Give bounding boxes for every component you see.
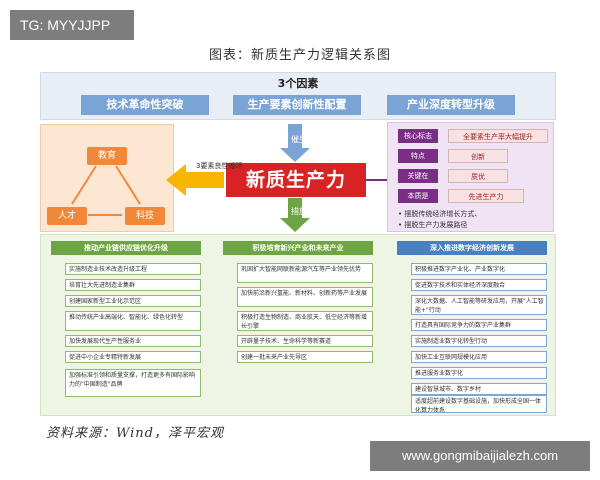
- col2-item: 开辟量子技术、生命科学等新赛道: [237, 335, 373, 347]
- label-feature: 特点: [398, 149, 438, 163]
- col2-item: 巩固扩大智能网联新能源汽车等产业领先优势: [237, 263, 373, 283]
- node-education: 教育: [87, 147, 127, 165]
- col2-item: 加快前沿新兴氢能、新材料、创新药等产业发展: [237, 287, 373, 307]
- factor-resource-allocation: 生产要素创新性配置: [233, 95, 361, 115]
- text-essence: 先进生产力: [448, 189, 524, 203]
- label-core-sign: 核心标志: [398, 129, 438, 143]
- figure-title: 图表：新质生产力逻辑关系图: [208, 48, 391, 63]
- arrow-label-cycle: 3要素良性循环: [196, 161, 242, 170]
- text-key: 质优: [448, 169, 508, 183]
- center-title: 新质生产力: [226, 163, 366, 197]
- note-development-path: • 摆脱生产力发展路径: [398, 221, 468, 229]
- col3-item: 打造具有国际竞争力的数字产业集群: [411, 319, 547, 331]
- note-growth-mode: • 摆脱传统经济增长方式、: [398, 210, 482, 218]
- watermark-bottom: www.gongmibaijialezh.com: [370, 441, 590, 471]
- col-head-digital-economy: 深入推进数字经济创新发展: [397, 241, 547, 255]
- factors-title: 3个因素: [277, 77, 319, 90]
- col3-item: 加快工业互联网规模化应用: [411, 351, 547, 363]
- text-feature: 创新: [448, 149, 508, 163]
- col2-item: 积极打造生物制造、商业航天、低空经济等新增长引擎: [237, 311, 373, 331]
- label-essence: 本质是: [398, 189, 438, 203]
- node-talent: 人才: [47, 207, 87, 225]
- col3-item: 适度超前建设数字基础设施，加快形成全国一体化算力体系: [411, 395, 547, 413]
- source-note: 资料来源：Wind，泽平宏观: [46, 426, 224, 441]
- arrow-to-elements: [166, 164, 224, 196]
- label-key: 关键在: [398, 169, 438, 183]
- cycle-line-education-talent: [71, 165, 97, 205]
- col3-item: 建设智慧城市、数字乡村: [411, 383, 547, 395]
- arrow-label-measures: 措施: [291, 206, 307, 216]
- arrow-down-to-measures: [280, 198, 310, 232]
- col1-item: 促进中小企业专精特新发展: [65, 351, 201, 363]
- measures-band: 推动产业链供应链优化升级 积极培育新兴产业和未来产业 深入推进数字经济创新发展 …: [40, 234, 556, 416]
- factors-band: 3个因素 技术革命性突破 生产要素创新性配置 产业深度转型升级: [40, 72, 556, 120]
- col3-item: 推进服务业数字化: [411, 367, 547, 379]
- arrow-label-generate: 催生: [291, 134, 307, 144]
- col1-item: 培育壮大先进制造业集群: [65, 279, 201, 291]
- text-core-sign: 全要素生产率大幅提升: [448, 129, 548, 143]
- factor-tech-breakthrough: 技术革命性突破: [81, 95, 209, 115]
- arrow-down-from-factors: [280, 124, 310, 162]
- col2-item: 创建一批未来产业先导区: [237, 351, 373, 363]
- characteristics-panel: 核心标志 全要素生产率大幅提升 特点 创新 关键在 质优 本质是 先进生产力 •…: [387, 122, 554, 232]
- col3-item: 促进数字技术和实体经济深度融合: [411, 279, 547, 291]
- col-head-supply-chain: 推动产业链供应链优化升级: [51, 241, 201, 255]
- col3-item: 深化大数据、人工智能等研发应用，开展"人工智能+"行动: [411, 295, 547, 315]
- watermark-top: TG: MYYJJPP: [10, 10, 134, 40]
- col1-item: 推动传统产业高端化、智能化、绿色化转型: [65, 311, 201, 331]
- col1-item: 实施制造业技术改造升级工程: [65, 263, 201, 275]
- col1-item: 创建国家新型工业化示范区: [65, 295, 201, 307]
- col3-item: 积极推进数字产业化、产业数字化: [411, 263, 547, 275]
- col1-item: 加快发展现代生产性服务业: [65, 335, 201, 347]
- cycle-line-education-technology: [115, 165, 141, 205]
- col3-item: 实施制造业数字化转型行动: [411, 335, 547, 347]
- col1-item: 加强标准引领和质量支撑，打造更多有国际影响力的"中国制造"品牌: [65, 369, 201, 397]
- node-technology: 科技: [125, 207, 165, 225]
- col-head-emerging-industries: 积极培育新兴产业和未来产业: [223, 241, 373, 255]
- factor-industry-upgrade: 产业深度转型升级: [387, 95, 515, 115]
